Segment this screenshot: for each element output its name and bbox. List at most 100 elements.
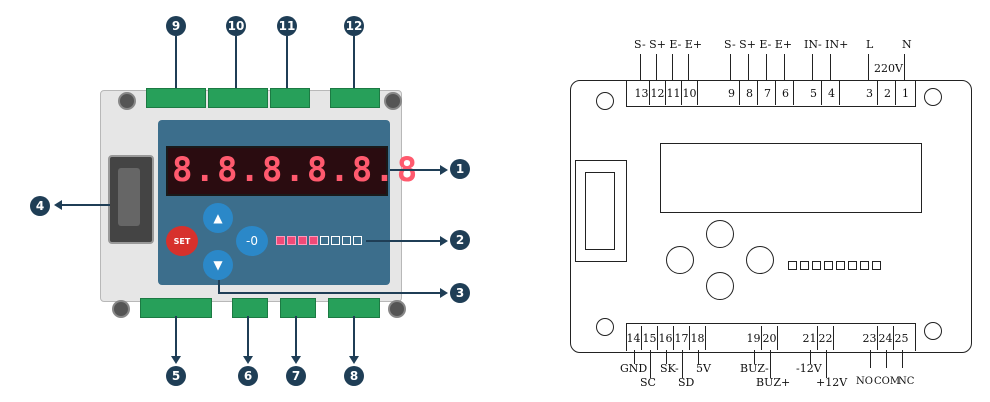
callout-line bbox=[175, 36, 177, 88]
set-button[interactable]: SET bbox=[166, 226, 198, 256]
callout-line bbox=[353, 316, 355, 360]
wire bbox=[748, 54, 749, 81]
status-led bbox=[298, 236, 307, 245]
wire bbox=[904, 54, 905, 81]
terminal-17: 17 bbox=[674, 326, 690, 350]
down-button[interactable]: ▼ bbox=[203, 250, 233, 280]
wire bbox=[770, 350, 771, 378]
terminal-20: 20 bbox=[762, 326, 778, 350]
callout-line bbox=[218, 292, 442, 294]
terminal-14: 14 bbox=[626, 326, 642, 350]
top-terminal-strip bbox=[626, 80, 916, 107]
down-button-outline bbox=[706, 272, 734, 300]
callout-4: 4 bbox=[30, 196, 50, 216]
terminal-5: 5 bbox=[806, 81, 822, 105]
led-square bbox=[872, 261, 881, 270]
callout-11: 11 bbox=[277, 16, 297, 36]
callout-9: 9 bbox=[166, 16, 186, 36]
label-sensor-group-2: S- S+ E- E+ bbox=[724, 38, 793, 51]
label-buz-plus: BUZ+ bbox=[756, 376, 791, 389]
status-led bbox=[287, 236, 296, 245]
screw bbox=[118, 92, 136, 110]
db9-connector-inner bbox=[585, 172, 615, 250]
callout-8: 8 bbox=[344, 366, 364, 386]
terminal-block-7 bbox=[280, 298, 316, 318]
status-led bbox=[342, 236, 351, 245]
callout-line bbox=[60, 204, 110, 206]
callout-line bbox=[295, 316, 297, 360]
terminal-block-12 bbox=[330, 88, 380, 108]
terminal-9: 9 bbox=[724, 81, 740, 105]
callout-2: 2 bbox=[450, 230, 470, 250]
callout-10: 10 bbox=[226, 16, 246, 36]
up-button[interactable]: ▲ bbox=[203, 203, 233, 233]
terminal-6: 6 bbox=[778, 81, 794, 105]
display-digits: 8.8.8.8.8.8 bbox=[172, 150, 420, 190]
display-window bbox=[660, 143, 922, 213]
wire bbox=[826, 350, 827, 378]
wire bbox=[754, 350, 755, 364]
terminal-block-5 bbox=[140, 298, 212, 318]
callout-6: 6 bbox=[238, 366, 258, 386]
arrow-down-icon bbox=[243, 356, 253, 364]
wire bbox=[650, 350, 651, 378]
terminal-21: 21 bbox=[802, 326, 818, 350]
callout-line bbox=[286, 36, 288, 88]
db9-connector-inner bbox=[118, 168, 140, 226]
callout-line bbox=[390, 169, 442, 171]
led-square bbox=[800, 261, 809, 270]
wire bbox=[810, 350, 811, 364]
wire bbox=[698, 350, 699, 364]
wire bbox=[812, 54, 813, 81]
terminal-24: 24 bbox=[878, 326, 894, 350]
wire bbox=[870, 350, 871, 368]
arrow-down-icon bbox=[171, 356, 181, 364]
label-L: L bbox=[866, 38, 874, 51]
mount-hole bbox=[596, 318, 614, 336]
terminal-block-11 bbox=[270, 88, 310, 108]
terminal-16: 16 bbox=[658, 326, 674, 350]
board-outline bbox=[570, 80, 972, 353]
zero-button-outline bbox=[746, 246, 774, 274]
led-square bbox=[812, 261, 821, 270]
terminal-block-8 bbox=[328, 298, 380, 318]
wire bbox=[682, 350, 683, 378]
led-square bbox=[860, 261, 869, 270]
wire bbox=[666, 350, 667, 364]
led-square bbox=[848, 261, 857, 270]
terminal-22: 22 bbox=[818, 326, 834, 350]
zero-button[interactable]: -0 bbox=[236, 226, 268, 256]
callout-7: 7 bbox=[286, 366, 306, 386]
led-square bbox=[788, 261, 797, 270]
terminal-4: 4 bbox=[824, 81, 840, 105]
wire bbox=[688, 54, 689, 81]
terminal-block-9 bbox=[146, 88, 206, 108]
callout-3: 3 bbox=[450, 283, 470, 303]
label-gnd: GND bbox=[620, 362, 648, 375]
arrow-down-icon bbox=[349, 356, 359, 364]
screw bbox=[388, 300, 406, 318]
terminal-1: 1 bbox=[902, 86, 909, 100]
terminal-13: 13 bbox=[634, 81, 650, 105]
set-button-outline bbox=[666, 246, 694, 274]
screw bbox=[384, 92, 402, 110]
terminal-15: 15 bbox=[642, 326, 658, 350]
front-panel bbox=[158, 120, 390, 285]
terminal-2: 2 bbox=[880, 81, 896, 105]
terminal-25: 25 bbox=[894, 331, 909, 345]
wire bbox=[784, 54, 785, 81]
label-nc: NC bbox=[898, 376, 915, 387]
terminal-23: 23 bbox=[862, 326, 878, 350]
callout-line bbox=[353, 36, 355, 88]
callout-line bbox=[247, 316, 249, 360]
callout-1: 1 bbox=[450, 159, 470, 179]
arrow-right-icon bbox=[440, 288, 448, 298]
mount-hole bbox=[596, 92, 614, 110]
mount-hole bbox=[924, 88, 942, 106]
arrow-right-icon bbox=[440, 165, 448, 175]
label-com: COM bbox=[874, 376, 901, 387]
label-5v: 5V bbox=[696, 362, 711, 375]
arrow-down-icon bbox=[291, 356, 301, 364]
label-N: N bbox=[902, 38, 912, 51]
label-220v: 220V bbox=[874, 62, 903, 75]
